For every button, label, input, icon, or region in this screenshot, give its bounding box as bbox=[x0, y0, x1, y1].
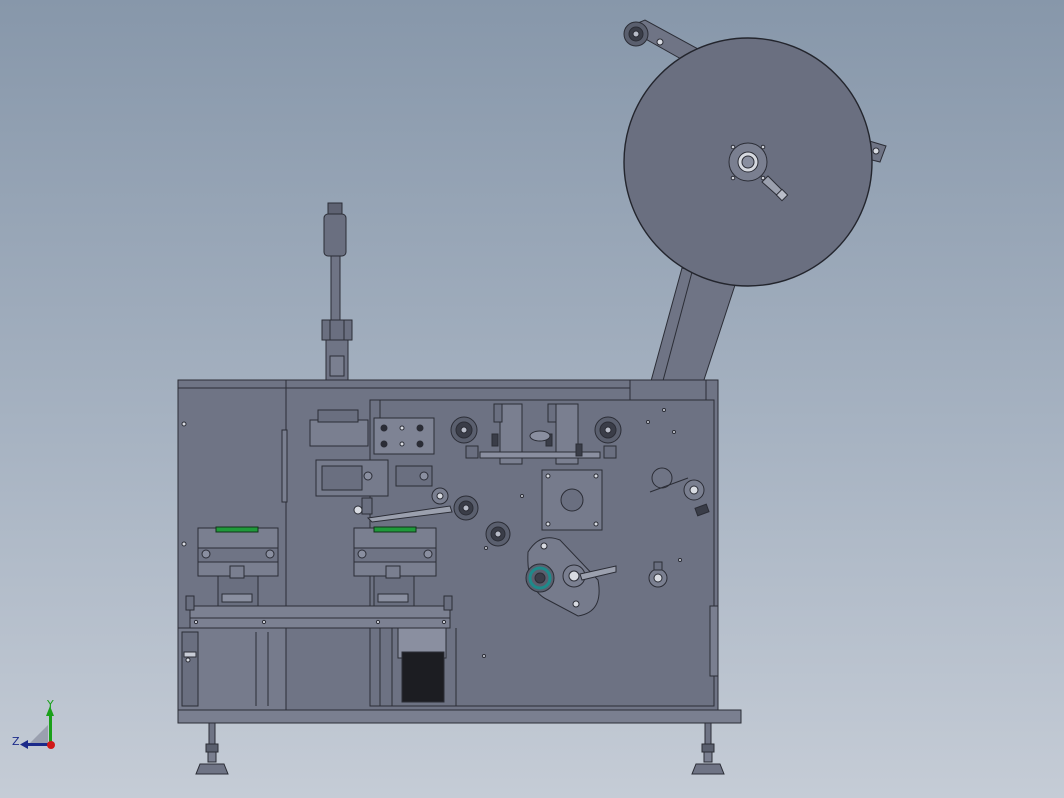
press-head-left bbox=[197, 526, 279, 607]
adjustment-knob bbox=[648, 561, 668, 588]
horizontal-crossbar bbox=[185, 595, 453, 629]
y-axis-line bbox=[49, 712, 52, 744]
triad-origin bbox=[47, 741, 55, 749]
upper-guide-arm bbox=[623, 19, 701, 65]
y-axis-arrow bbox=[46, 706, 54, 716]
label-peeler-block bbox=[309, 409, 453, 523]
y-axis-label: Y bbox=[47, 698, 54, 711]
guide-roller-2 bbox=[594, 416, 622, 444]
leveling-foot-right bbox=[691, 722, 725, 775]
z-axis-arrow bbox=[20, 740, 28, 749]
drive-motor-plate bbox=[541, 469, 603, 531]
z-axis-line bbox=[24, 743, 50, 746]
lower-left-frame bbox=[177, 627, 287, 711]
sensor-assembly bbox=[649, 467, 710, 517]
drive-linkage bbox=[525, 537, 617, 617]
label-reel bbox=[623, 37, 873, 287]
press-head-middle bbox=[353, 526, 437, 607]
guide-roller-4 bbox=[485, 521, 511, 547]
tension-brackets bbox=[465, 403, 617, 465]
guide-roller-3 bbox=[453, 495, 479, 521]
guide-roller-1 bbox=[450, 416, 478, 444]
reel-lock-knob bbox=[761, 175, 789, 202]
leveling-foot-left bbox=[195, 722, 229, 775]
coordinate-triad bbox=[20, 706, 55, 749]
stepper-motor bbox=[379, 627, 457, 706]
reel-support-arm bbox=[647, 267, 737, 393]
idler-roller-small bbox=[431, 487, 449, 505]
z-axis-label: Z bbox=[12, 735, 20, 748]
